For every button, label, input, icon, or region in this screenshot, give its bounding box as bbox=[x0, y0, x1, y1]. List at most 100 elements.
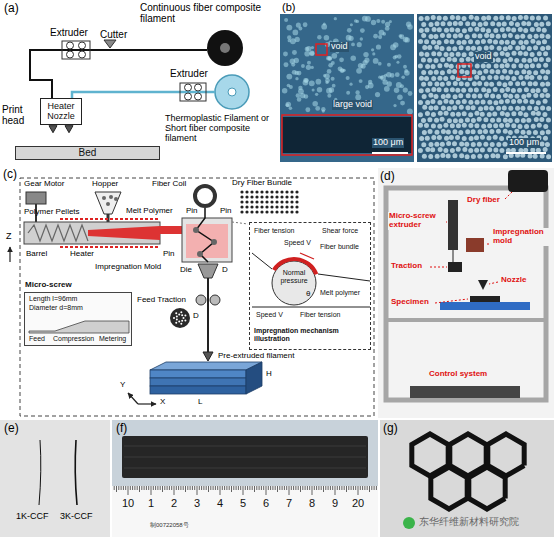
generated-art bbox=[289, 486, 290, 495]
generated-art bbox=[187, 486, 188, 490]
printer-schematic bbox=[72, 92, 215, 98]
fiber-texture bbox=[462, 111, 467, 116]
fiber-texture bbox=[515, 34, 520, 39]
process-schematic bbox=[160, 226, 182, 234]
generated-art bbox=[255, 200, 258, 203]
fiber-texture bbox=[456, 52, 461, 57]
fiber-texture bbox=[403, 37, 409, 43]
fiber-texture bbox=[446, 93, 451, 98]
generated-art bbox=[364, 486, 365, 490]
fiber-texture bbox=[465, 82, 470, 87]
process-schematic bbox=[196, 208, 214, 262]
fiber-texture bbox=[437, 87, 442, 92]
fiber-texture bbox=[496, 34, 501, 39]
void-marker bbox=[506, 152, 546, 154]
fiber-texture bbox=[462, 52, 467, 57]
fiber-texture bbox=[327, 94, 331, 98]
fiber-texture bbox=[464, 142, 469, 147]
fiber-texture bbox=[475, 100, 480, 105]
fiber-texture bbox=[292, 70, 297, 75]
printer-schematic bbox=[79, 42, 86, 49]
part-label: Die bbox=[180, 266, 192, 275]
generated-art bbox=[346, 486, 347, 492]
generated-art bbox=[348, 486, 349, 490]
part-label: Impregnation Mold bbox=[95, 263, 161, 272]
printer-schematic bbox=[104, 40, 116, 48]
void-marker bbox=[372, 152, 408, 154]
fiber-texture bbox=[543, 124, 548, 129]
generated-art bbox=[194, 486, 195, 490]
machine-photo bbox=[386, 318, 546, 322]
fiber-texture bbox=[508, 106, 513, 111]
fiber-texture bbox=[521, 118, 526, 123]
fiber-texture bbox=[286, 74, 292, 80]
fiber-texture bbox=[289, 85, 293, 89]
fiber-texture bbox=[424, 39, 429, 44]
fiber-texture bbox=[443, 76, 448, 81]
fiber-texture bbox=[395, 72, 400, 77]
generated-art bbox=[298, 486, 299, 490]
fiber-texture bbox=[440, 33, 445, 38]
generated-art bbox=[180, 323, 182, 325]
generated-art bbox=[280, 190, 283, 193]
generated-art bbox=[353, 486, 354, 490]
fiber-texture bbox=[502, 33, 507, 38]
fiber-texture bbox=[427, 117, 432, 122]
fiber-texture bbox=[486, 136, 491, 141]
fiber-texture bbox=[521, 130, 526, 135]
fiber-texture bbox=[453, 94, 458, 99]
generated-art bbox=[201, 486, 202, 490]
fiber-texture bbox=[373, 34, 378, 39]
fiber-texture bbox=[481, 99, 486, 104]
generated-art bbox=[295, 190, 298, 193]
fiber-texture bbox=[475, 63, 480, 68]
fiber-texture bbox=[505, 40, 510, 45]
fiber-texture bbox=[518, 63, 523, 68]
fiber-texture bbox=[487, 39, 492, 44]
fiber-texture bbox=[496, 118, 501, 123]
generated-art bbox=[125, 486, 126, 490]
fiber-line bbox=[252, 307, 370, 308]
fiber-texture bbox=[486, 88, 491, 93]
generated-art bbox=[328, 486, 329, 490]
fiber-texture bbox=[494, 64, 499, 69]
fiber-texture bbox=[312, 89, 315, 92]
fiber-texture bbox=[497, 81, 502, 86]
printer-schematic bbox=[185, 84, 192, 91]
generated-art bbox=[300, 486, 301, 492]
fiber-texture bbox=[385, 22, 390, 27]
fiber-texture bbox=[323, 74, 326, 77]
fiber-texture bbox=[536, 100, 541, 105]
fiber-texture bbox=[282, 16, 413, 115]
fiber-texture bbox=[480, 147, 485, 152]
process-schematic bbox=[210, 295, 220, 305]
fiber-texture bbox=[465, 129, 470, 134]
generated-art bbox=[265, 195, 268, 198]
fiber-texture bbox=[421, 70, 426, 75]
part-label: Impregnation mold bbox=[492, 228, 552, 246]
fiber-texture bbox=[521, 21, 526, 26]
fiber-texture bbox=[483, 21, 488, 26]
node-text: Melt polymer bbox=[320, 289, 360, 297]
fiber-texture bbox=[517, 124, 522, 129]
fiber-texture bbox=[478, 22, 483, 27]
fiber-texture bbox=[477, 46, 482, 51]
fiber-texture bbox=[434, 70, 439, 75]
fiber-texture bbox=[446, 33, 451, 38]
fiber-texture bbox=[323, 22, 326, 25]
fiber-texture bbox=[358, 63, 364, 69]
ruler-number: 7 bbox=[286, 497, 292, 509]
fiber-texture bbox=[543, 63, 548, 68]
part-label: Dry Fiber Bundle bbox=[232, 179, 292, 188]
generated-art bbox=[175, 322, 177, 324]
fiber-texture bbox=[444, 88, 449, 93]
generated-art bbox=[265, 200, 268, 203]
generated-art bbox=[176, 315, 178, 317]
machine-photo bbox=[466, 238, 484, 252]
generated-art bbox=[270, 190, 273, 193]
fiber-texture bbox=[487, 100, 492, 105]
generated-art bbox=[270, 205, 273, 208]
fiber-texture bbox=[511, 148, 516, 153]
printer-schematic bbox=[195, 84, 202, 91]
fiber-texture bbox=[496, 22, 501, 27]
